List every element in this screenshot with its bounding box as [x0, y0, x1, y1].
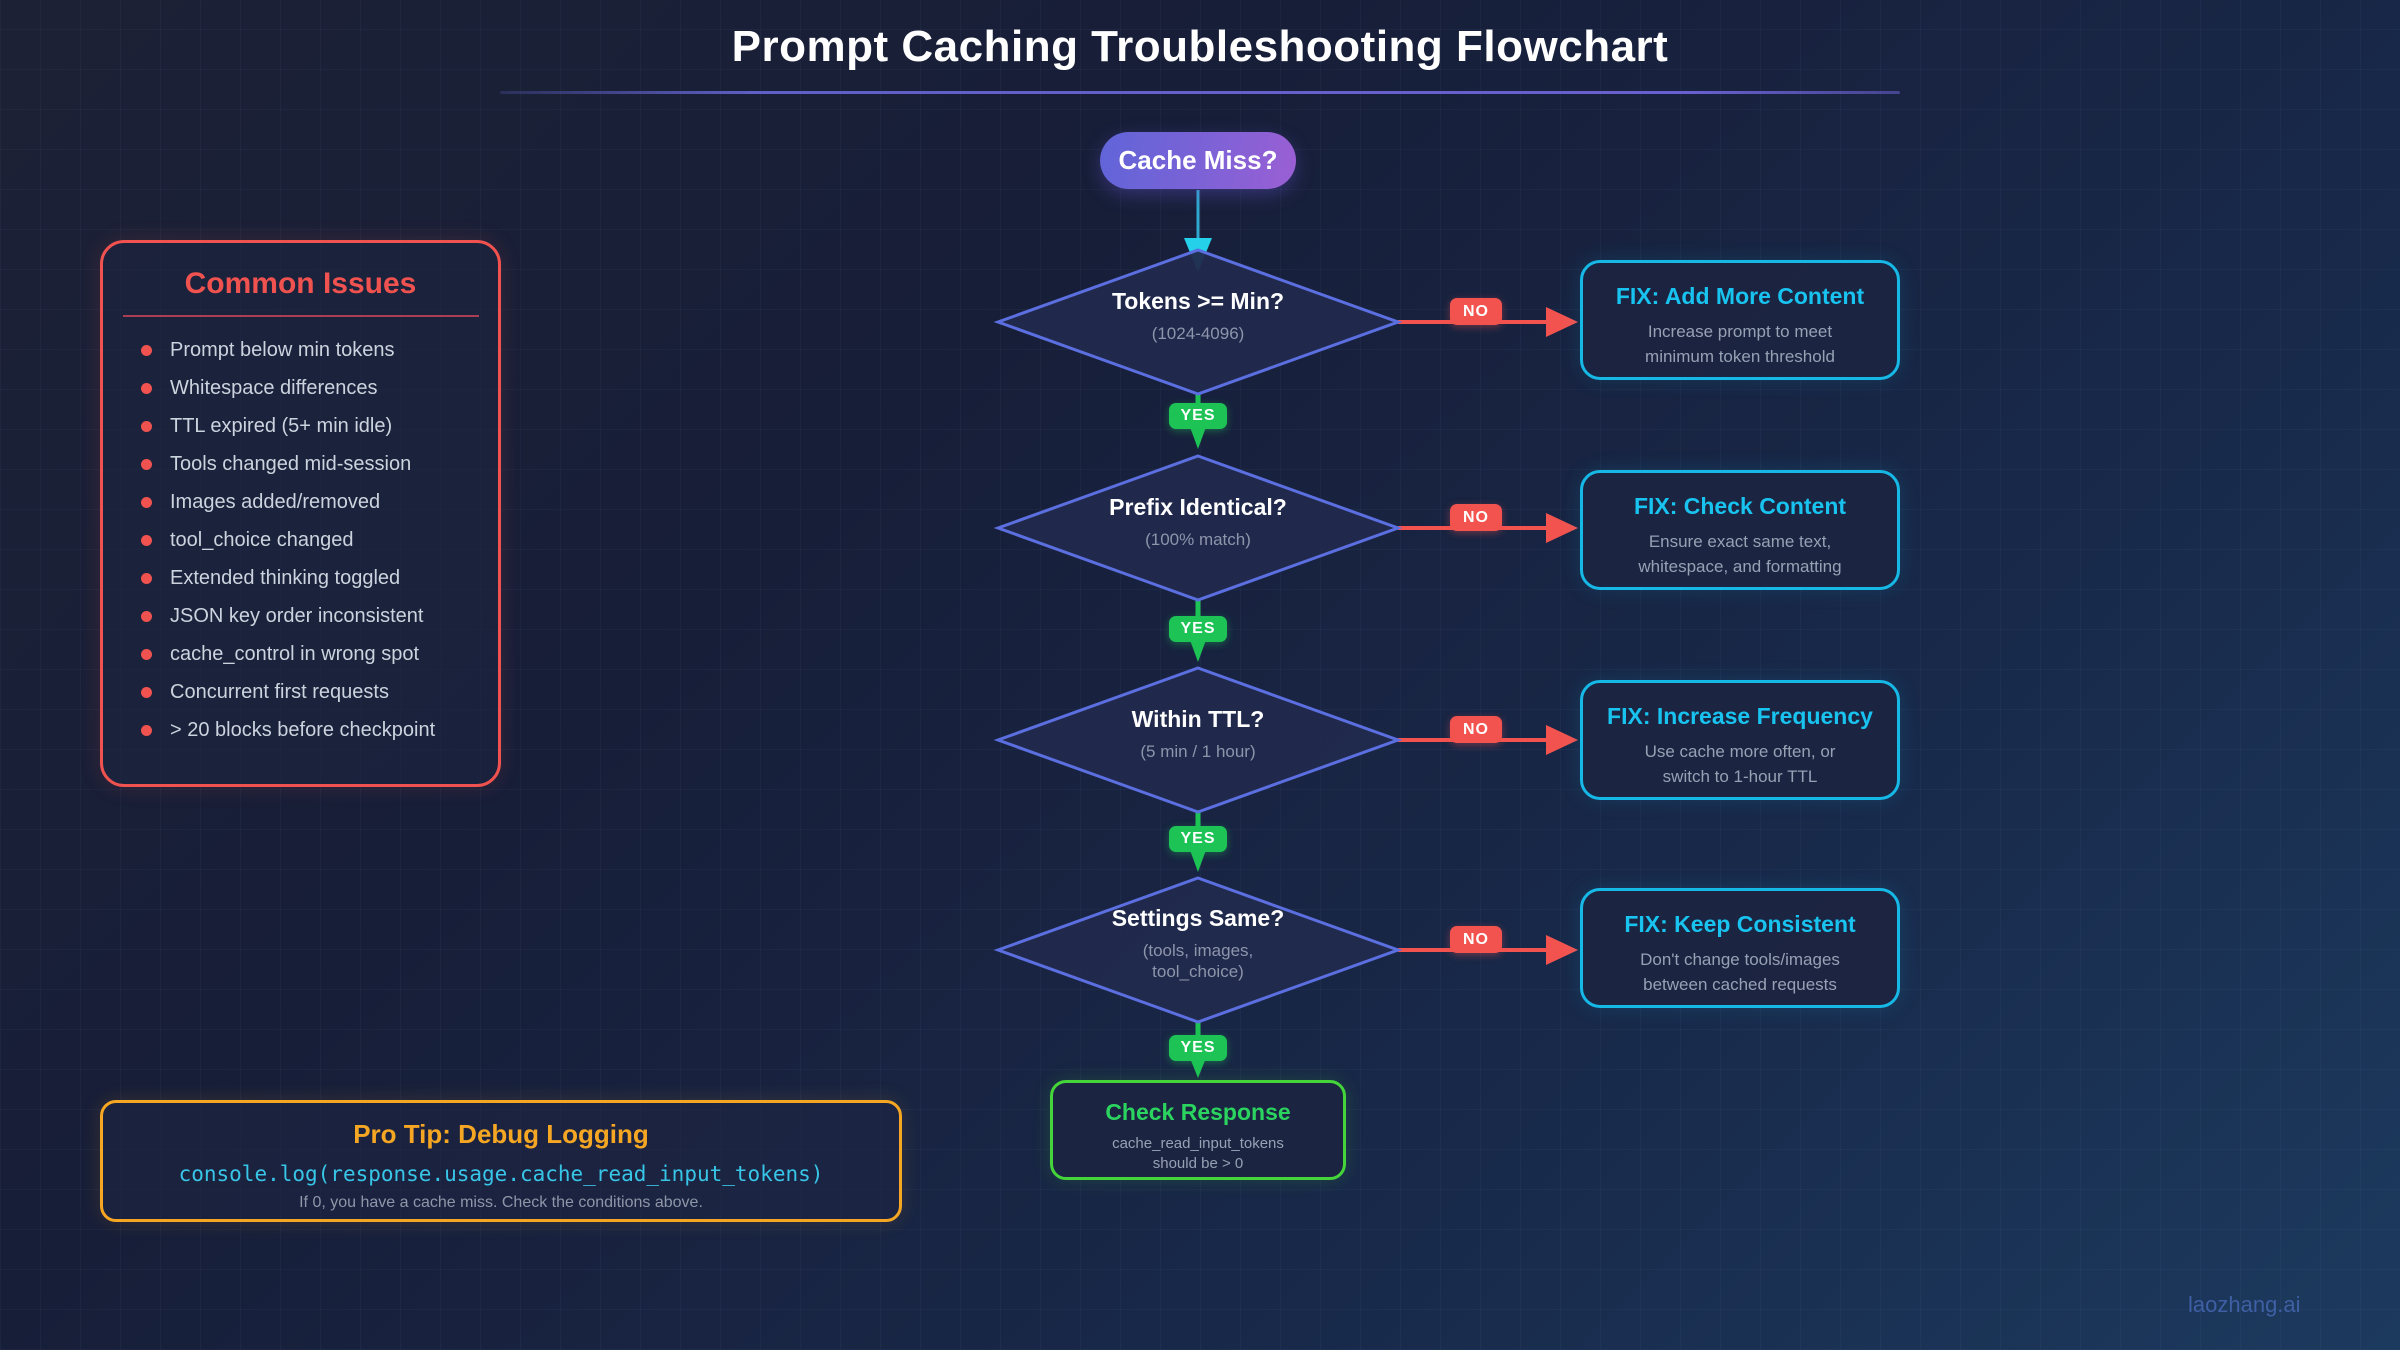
decision-1-label: Tokens >= Min? (1024-4096) [998, 288, 1398, 344]
no-arrow-4 [1546, 935, 1578, 965]
no-arrow-1 [1546, 307, 1578, 337]
decision-1-question: Tokens >= Min? [1111, 288, 1285, 314]
common-issues-divider [122, 315, 479, 317]
fix-4-line-2: between cached requests [1643, 974, 1837, 994]
issue-text: tool_choice changed [170, 528, 354, 551]
end-node-line-2: should be > 0 [1152, 1155, 1244, 1173]
watermark: laozhang.ai [2188, 1292, 2301, 1317]
no-badge-3: NO [1450, 716, 1502, 743]
yes-pointer-3 [1190, 850, 1206, 872]
fix-3-line-2: switch to 1-hour TTL [1662, 766, 1818, 786]
list-item: Prompt below min tokens [141, 331, 498, 369]
common-issues-title: Common Issues [184, 267, 417, 300]
decision-diamond-2 [993, 454, 1403, 602]
decision-2-detail: (100% match) [1145, 530, 1251, 549]
yes-pointer-2 [1190, 640, 1206, 662]
title-underline [500, 91, 1900, 94]
bullet-dot-icon [141, 344, 152, 356]
bullet-dot-icon [141, 648, 152, 660]
start-node-label: Cache Miss? [1118, 145, 1278, 175]
bullet-dot-icon [141, 496, 152, 508]
no-badge-1: NO [1450, 298, 1502, 325]
yes-badge-1: YES [1169, 403, 1227, 429]
decision-4-detail-2: tool_choice) [1152, 962, 1244, 982]
issue-text: Extended thinking toggled [170, 566, 401, 589]
fix-box-keep-consistent: FIX: Keep Consistent Don't change tools/… [1580, 888, 1900, 1008]
list-item: Images added/removed [141, 483, 498, 521]
fix-3-line-1: Use cache more often, or [1644, 742, 1836, 761]
bullet-dot-icon [141, 534, 152, 546]
start-node: Cache Miss? [1100, 132, 1296, 189]
decision-4-detail: (tools, images, [1142, 941, 1254, 960]
pro-tip-title: Pro Tip: Debug Logging [353, 1119, 649, 1149]
pro-tip-note: If 0, you have a cache miss. Check the c… [299, 1194, 703, 1211]
list-item: Tools changed mid-session [141, 445, 498, 483]
fix-2-line-1: Ensure exact same text, [1648, 532, 1832, 551]
no-arrow-3 [1546, 725, 1578, 755]
bullet-dot-icon [141, 458, 152, 470]
end-node-title: Check Response [1105, 1099, 1291, 1125]
fix-box-increase-frequency: FIX: Increase Frequency Use cache more o… [1580, 680, 1900, 800]
yes-badge-2: YES [1169, 616, 1227, 642]
list-item: tool_choice changed [141, 521, 498, 559]
yes-pointer-4 [1190, 1058, 1206, 1078]
list-item: > 20 blocks before checkpoint [141, 711, 498, 749]
fix-1-line-2: minimum token threshold [1645, 346, 1835, 366]
issue-text: Prompt below min tokens [170, 338, 395, 361]
issue-text: > 20 blocks before checkpoint [170, 718, 436, 741]
issue-text: JSON key order inconsistent [170, 604, 424, 627]
end-node-check-response: Check Response cache_read_input_tokens s… [1050, 1080, 1346, 1180]
yes-pointer-1 [1190, 427, 1206, 449]
bullet-dot-icon [141, 420, 152, 432]
decision-3-question: Within TTL? [1131, 706, 1265, 732]
issue-text: cache_control in wrong spot [170, 642, 420, 665]
issue-text: Whitespace differences [170, 376, 378, 399]
decision-4-question: Settings Same? [1111, 905, 1285, 931]
issue-text: Concurrent first requests [170, 680, 389, 703]
decision-2-label: Prefix Identical? (100% match) [998, 494, 1398, 550]
fix-box-add-more-content: FIX: Add More Content Increase prompt to… [1580, 260, 1900, 380]
issue-text: TTL expired (5+ min idle) [170, 414, 393, 437]
yes-badge-4: YES [1169, 1035, 1227, 1061]
fix-3-title: FIX: Increase Frequency [1607, 703, 1873, 729]
decision-3-label: Within TTL? (5 min / 1 hour) [998, 706, 1398, 762]
bullet-dot-icon [141, 686, 152, 698]
common-issues-list: Prompt below min tokens Whitespace diffe… [103, 331, 498, 749]
fix-4-title: FIX: Keep Consistent [1624, 911, 1856, 937]
pro-tip-code: console.log(response.usage.cache_read_in… [178, 1162, 824, 1186]
fix-1-line-1: Increase prompt to meet [1647, 322, 1833, 341]
fix-2-line-2: whitespace, and formatting [1638, 556, 1842, 576]
list-item: Whitespace differences [141, 369, 498, 407]
fix-1-title: FIX: Add More Content [1615, 283, 1865, 309]
decision-1-detail: (1024-4096) [1151, 324, 1245, 343]
no-badge-2: NO [1450, 504, 1502, 531]
issue-text: Images added/removed [170, 490, 381, 513]
decision-diamond-3 [993, 666, 1403, 814]
list-item: JSON key order inconsistent [141, 597, 498, 635]
yes-badge-3: YES [1169, 826, 1227, 852]
bullet-dot-icon [141, 724, 152, 736]
fix-box-check-content: FIX: Check Content Ensure exact same tex… [1580, 470, 1900, 590]
issue-text: Tools changed mid-session [170, 452, 412, 475]
decision-4-label: Settings Same? (tools, images, tool_choi… [998, 905, 1398, 983]
fix-2-title: FIX: Check Content [1633, 493, 1847, 519]
end-node-line-1: cache_read_input_tokens [1112, 1135, 1284, 1152]
list-item: Extended thinking toggled [141, 559, 498, 597]
list-item: cache_control in wrong spot [141, 635, 498, 673]
list-item: Concurrent first requests [141, 673, 498, 711]
bullet-dot-icon [141, 382, 152, 394]
list-item: TTL expired (5+ min idle) [141, 407, 498, 445]
decision-diamond-4 [993, 876, 1403, 1024]
bullet-dot-icon [141, 610, 152, 622]
decision-diamond-1 [993, 248, 1403, 396]
bullet-dot-icon [141, 572, 152, 584]
decision-2-question: Prefix Identical? [1109, 494, 1287, 520]
common-issues-panel: Common Issues Prompt below min tokens Wh… [100, 240, 501, 787]
decision-3-detail: (5 min / 1 hour) [1140, 742, 1256, 761]
fix-4-line-1: Don't change tools/images [1640, 950, 1840, 969]
no-arrow-2 [1546, 513, 1578, 543]
page-title: Prompt Caching Troubleshooting Flowchart [731, 22, 1669, 71]
pro-tip-panel: Pro Tip: Debug Logging console.log(respo… [100, 1100, 902, 1222]
no-badge-4: NO [1450, 926, 1502, 953]
